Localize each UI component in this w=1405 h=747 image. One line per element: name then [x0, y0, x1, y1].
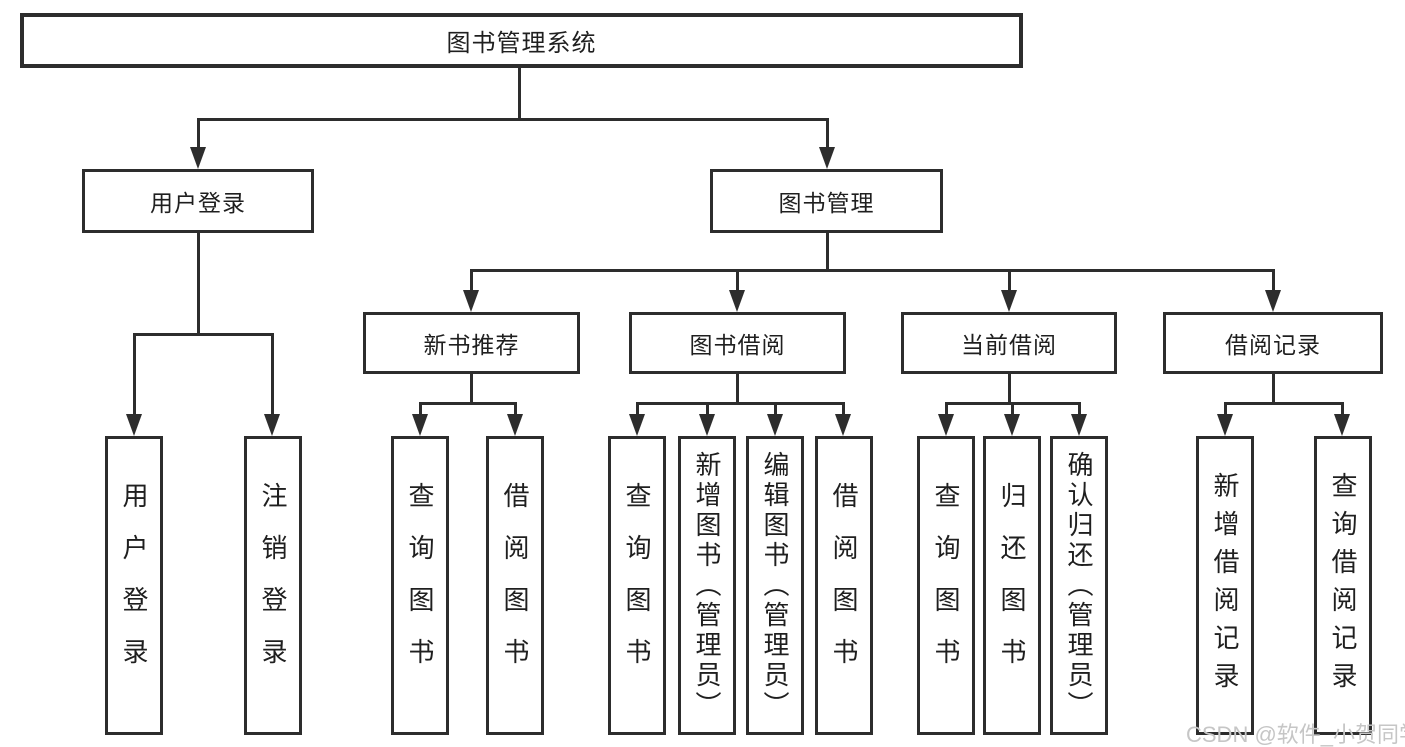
connector-hline	[1224, 402, 1344, 405]
arrow-down-icon	[819, 147, 835, 169]
leaf-add-borrow-record-label: 新增借阅记录	[1210, 471, 1240, 700]
leaf-edit-book-admin-label: 编辑图书（管理员）	[760, 450, 790, 721]
connector-vline	[1008, 269, 1011, 290]
arrow-down-icon	[463, 290, 479, 312]
arrow-down-icon	[507, 414, 523, 436]
connector-vline	[197, 233, 200, 336]
connector-vline	[736, 269, 739, 290]
connector-vline	[736, 374, 739, 404]
connector-vline	[514, 402, 517, 414]
leaf-user-login-label: 用户登录	[119, 481, 149, 690]
leaf-add-borrow-record: 新增借阅记录	[1196, 436, 1254, 735]
leaf-logout-login-label: 注销登录	[258, 481, 288, 690]
connector-hline	[419, 402, 517, 405]
node-borrow-records-label: 借阅记录	[1225, 332, 1321, 358]
leaf-add-book-admin: 新增图书（管理员）	[678, 436, 736, 735]
leaf-query-book-recommend: 查询图书	[391, 436, 449, 735]
leaf-add-book-admin-label: 新增图书（管理员）	[692, 450, 722, 721]
node-root-label: 图书管理系统	[446, 30, 597, 57]
connector-vline	[774, 402, 777, 414]
arrow-down-icon	[835, 414, 851, 436]
node-new-book-recommend-label: 新书推荐	[423, 332, 520, 358]
arrow-down-icon	[126, 414, 142, 436]
connector-vline	[1008, 374, 1011, 404]
node-book-borrow: 图书借阅	[629, 312, 846, 374]
arrow-down-icon	[938, 414, 954, 436]
connector-vline	[133, 333, 136, 414]
leaf-return-book-label: 归还图书	[997, 481, 1027, 690]
arrow-down-icon	[699, 414, 715, 436]
node-root: 图书管理系统	[20, 13, 1023, 68]
leaf-query-book-current: 查询图书	[917, 436, 975, 735]
watermark: CSDN @软件_小贺同学	[1186, 722, 1405, 747]
connector-vline	[636, 402, 639, 414]
leaf-borrow-book-recommend: 借阅图书	[486, 436, 544, 735]
arrow-down-icon	[264, 414, 280, 436]
connector-vline	[271, 333, 274, 414]
connector-vline	[826, 233, 829, 272]
arrow-down-icon	[190, 147, 206, 169]
leaf-borrow-book-recommend-label: 借阅图书	[500, 481, 530, 690]
leaf-query-book-borrow-label: 查询图书	[622, 481, 652, 690]
connector-vline	[945, 402, 948, 414]
node-current-borrow-label: 当前借阅	[961, 332, 1057, 358]
node-user-login-label: 用户登录	[150, 190, 246, 216]
connector-vline	[1224, 402, 1227, 414]
arrow-down-icon	[1001, 290, 1017, 312]
connector-vline	[1011, 402, 1014, 414]
connector-vline	[1272, 374, 1275, 404]
arrow-down-icon	[1334, 414, 1350, 436]
arrow-down-icon	[767, 414, 783, 436]
connector-hline	[197, 118, 829, 121]
leaf-confirm-return-admin-label: 确认归还（管理员）	[1064, 450, 1094, 721]
arrow-down-icon	[412, 414, 428, 436]
node-user-login: 用户登录	[82, 169, 314, 233]
connector-vline	[1078, 402, 1081, 414]
node-book-management: 图书管理	[710, 169, 943, 233]
connector-hline	[133, 333, 274, 336]
node-borrow-records: 借阅记录	[1163, 312, 1383, 374]
leaf-query-borrow-record-label: 查询借阅记录	[1328, 471, 1358, 700]
leaf-confirm-return-admin: 确认归还（管理员）	[1050, 436, 1108, 735]
connector-hline	[636, 402, 845, 405]
leaf-query-book-current-label: 查询图书	[931, 481, 961, 690]
connector-vline	[1272, 269, 1275, 290]
connector-vline	[419, 402, 422, 414]
connector-vline	[826, 118, 829, 150]
arrow-down-icon	[729, 290, 745, 312]
leaf-query-book-recommend-label: 查询图书	[405, 481, 435, 690]
leaf-return-book: 归还图书	[983, 436, 1041, 735]
leaf-logout-login: 注销登录	[244, 436, 302, 735]
leaf-borrow-book: 借阅图书	[815, 436, 873, 735]
connector-hline	[470, 269, 1275, 272]
node-new-book-recommend: 新书推荐	[363, 312, 580, 374]
node-current-borrow: 当前借阅	[901, 312, 1117, 374]
connector-vline	[470, 269, 473, 290]
node-book-borrow-label: 图书借阅	[689, 332, 786, 358]
arrow-down-icon	[1071, 414, 1087, 436]
leaf-edit-book-admin: 编辑图书（管理员）	[746, 436, 804, 735]
node-book-management-label: 图书管理	[778, 190, 875, 216]
arrow-down-icon	[629, 414, 645, 436]
connector-vline	[706, 402, 709, 414]
leaf-query-book-borrow: 查询图书	[608, 436, 666, 735]
connector-vline	[470, 374, 473, 404]
leaf-user-login: 用户登录	[105, 436, 163, 735]
leaf-borrow-book-label: 借阅图书	[829, 481, 859, 690]
connector-vline	[197, 118, 200, 150]
arrow-down-icon	[1004, 414, 1020, 436]
connector-vline	[1341, 402, 1344, 414]
arrow-down-icon	[1217, 414, 1233, 436]
connector-vline	[518, 68, 521, 119]
leaf-query-borrow-record: 查询借阅记录	[1314, 436, 1372, 735]
arrow-down-icon	[1265, 290, 1281, 312]
connector-vline	[842, 402, 845, 414]
